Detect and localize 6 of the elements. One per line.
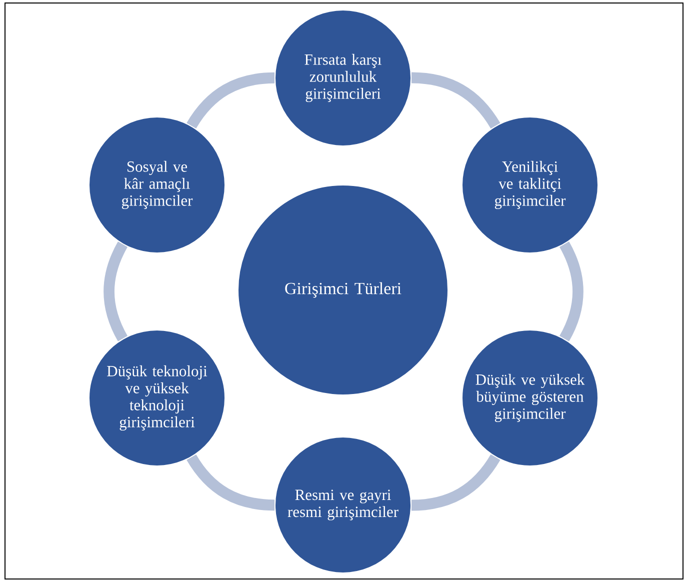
ring-arc <box>411 72 500 129</box>
ring-arc <box>186 72 275 129</box>
ring-arc <box>104 242 128 342</box>
ring-arc <box>411 454 500 511</box>
ring-arc <box>186 454 275 511</box>
ring-arc <box>559 242 584 342</box>
